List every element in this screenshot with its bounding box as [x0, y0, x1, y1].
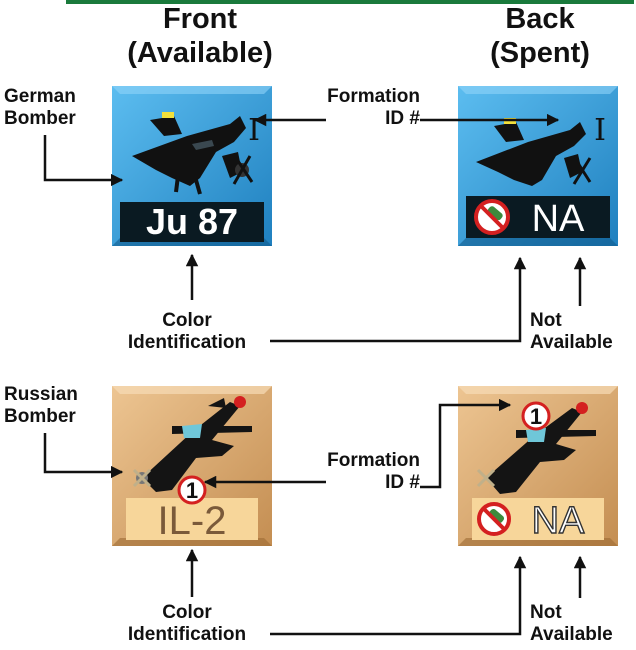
il2-aircraft-icon — [476, 402, 596, 494]
german-color-back-arrow — [270, 256, 527, 343]
back-title: Back — [505, 3, 575, 35]
russian-front-counter: IL-2 1 — [112, 386, 272, 546]
front-title: Front — [162, 3, 238, 35]
formation-id: 1 — [186, 478, 198, 503]
russian-formation-back-arrow — [420, 398, 512, 489]
formation-id-badge: 1 — [521, 401, 551, 431]
german-front-counter: I Ju 87 — [112, 86, 272, 246]
formation-id: 1 — [530, 404, 542, 429]
russian-color-back-arrow — [270, 555, 527, 636]
unit-name: NA — [532, 198, 585, 240]
formation-id: I — [248, 113, 260, 148]
name-strip — [120, 202, 264, 242]
german-formation-label: Formation ID # — [327, 86, 420, 129]
formation-id: I — [594, 113, 606, 148]
ju87-aircraft-icon — [132, 112, 254, 195]
german-bomber-arrow — [43, 135, 124, 187]
russian-back-counter: 1 NA — [458, 386, 618, 546]
unit-name: Ju 87 — [146, 201, 238, 242]
unit-name: IL-2 — [158, 499, 227, 543]
russian-formation-label: Formation ID # — [327, 450, 420, 493]
russian-not-available-label: Not Available — [530, 602, 613, 645]
no-bomb-icon — [474, 199, 510, 235]
il2-aircraft-icon — [132, 396, 252, 492]
back-header: Back (Spent) — [445, 2, 635, 70]
no-bomb-icon — [477, 502, 511, 536]
name-strip — [126, 498, 258, 540]
german-color-id-label: Color Identification — [127, 310, 247, 353]
back-subtitle: (Spent) — [490, 37, 590, 69]
unit-name: NA — [532, 500, 585, 542]
formation-id-badge: 1 — [177, 475, 207, 505]
german-bomber-label: German Bomber — [4, 86, 76, 129]
front-subtitle: (Available) — [127, 37, 273, 69]
top-accent-bar — [66, 0, 634, 4]
german-not-available-label: Not Available — [530, 310, 613, 353]
russian-bomber-label: Russian Bomber — [4, 384, 78, 427]
russian-color-id-label: Color Identification — [127, 602, 247, 645]
russian-bomber-arrow — [43, 433, 124, 479]
front-header: Front (Available) — [95, 2, 305, 70]
german-back-counter: I NA — [458, 86, 618, 246]
